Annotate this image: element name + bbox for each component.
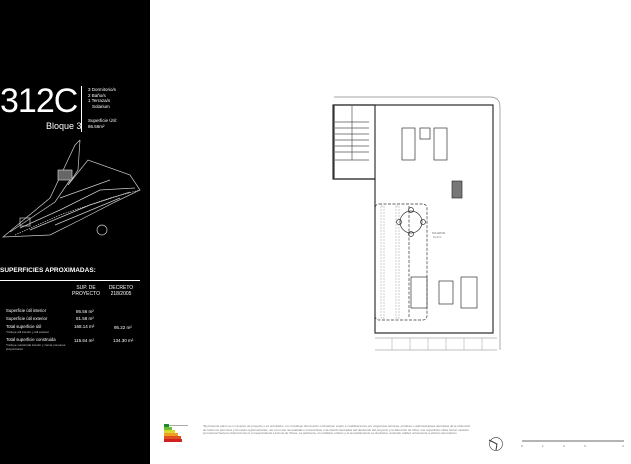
value-proj: 81.58 m² — [76, 316, 94, 321]
table-row: Total superficie construida*incluye cons… — [6, 337, 66, 351]
table-row: Total superficie útil*incluye útil inter… — [6, 324, 50, 334]
col-decree: DECRETO 218/2005 — [108, 285, 134, 297]
rooms-bathrooms: 2 Baño/s — [88, 92, 106, 98]
surfaces-title: SUPERFICIES APROXIMADAS: — [0, 267, 96, 274]
solarium-area: 41.3 m² — [433, 236, 442, 239]
divider — [0, 280, 140, 281]
energy-rating-label — [164, 424, 188, 442]
solarium-label: SOLARIUM — [432, 232, 445, 235]
value-proj: 86.56 m² — [76, 309, 94, 314]
floor-plan: SOLARIUM 41.3 m² — [332, 96, 501, 351]
aerial-site-image — [1, 140, 141, 238]
scale-tick: 3 — [584, 444, 586, 448]
room-list: 3 Dormitorio/s 2 Baño/s 1 Terraza/s Sola… — [88, 87, 116, 109]
rooms-bedrooms: 3 Dormitorio/s — [88, 87, 117, 92]
value-proj: 115.64 m² — [74, 338, 94, 343]
rooms-terraces: 1 Terraza/s — [88, 98, 111, 103]
unit-code: 312C — [0, 82, 78, 120]
value-dec: 95.22 m² — [114, 325, 132, 330]
table-row: Superficie útil exterior — [6, 316, 48, 321]
col-project: SUP. DE PROYECTO — [72, 285, 100, 297]
value-proj: 168.14 m² — [74, 324, 95, 329]
useful-surface: Superficie Útil: 86.56m² — [88, 118, 117, 129]
scale-tick: 4 — [622, 444, 624, 448]
info-panel: 312C Bloque 3 3 Dormitorio/s 2 Baño/s 1 … — [0, 0, 150, 464]
north-compass-icon — [488, 437, 503, 451]
rooms-solarium: Solarium — [92, 103, 110, 109]
useful-surface-label: Superficie Útil: — [88, 118, 118, 123]
value-dec: 134.30 m² — [113, 338, 134, 343]
disclaimer-note: *El presente plano es un avance de proye… — [203, 424, 471, 436]
divider — [81, 86, 82, 132]
block-label: Bloque 3 — [46, 121, 82, 131]
scale-bar: 0 1 2 3 4 — [521, 440, 624, 448]
scale-tick: 1 — [542, 444, 544, 448]
scale-tick: 2 — [563, 444, 565, 448]
useful-surface-value: 86.56m² — [88, 123, 105, 129]
table-row: Superficie útil interior — [6, 308, 47, 313]
scale-tick: 0 — [521, 444, 523, 448]
